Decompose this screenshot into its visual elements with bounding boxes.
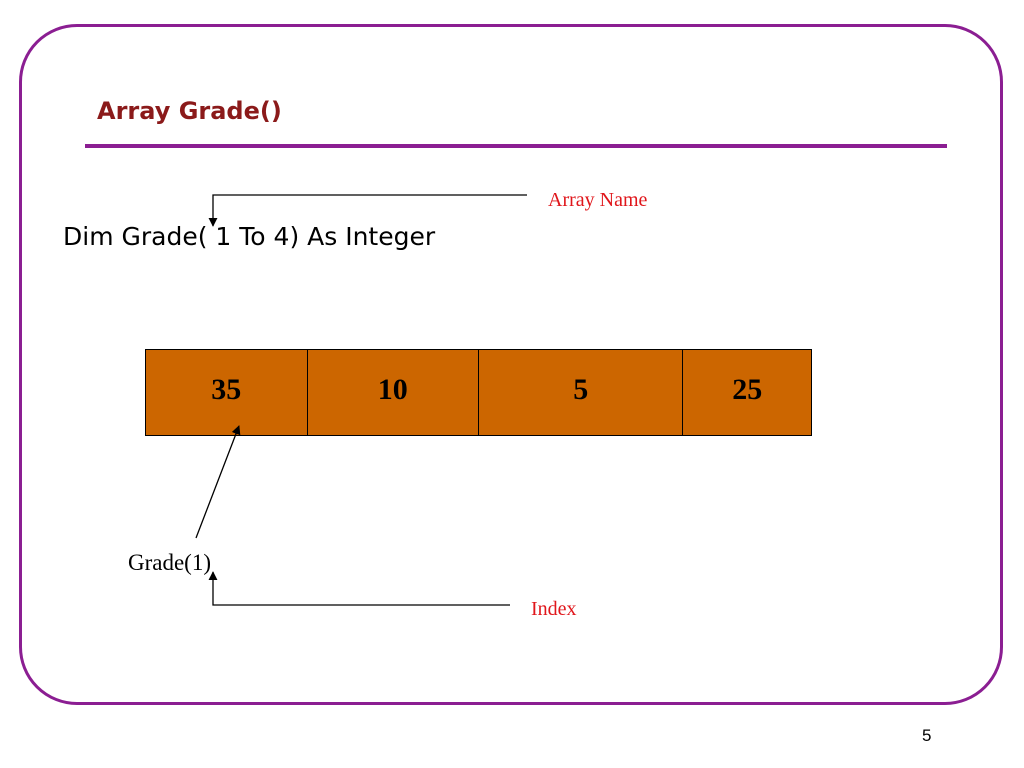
element-reference-label: Grade(1) [128, 550, 212, 575]
element-connector [195, 425, 241, 539]
array-cell-4: 25 [732, 372, 763, 406]
array-name-connector [208, 194, 527, 227]
index-label: Index [531, 598, 577, 620]
title-underline [85, 144, 947, 148]
array-boxes: 35 10 5 25 [145, 349, 812, 436]
code-declaration: Dim Grade( 1 To 4) As Integer [63, 222, 436, 251]
slide-frame [19, 24, 1003, 705]
index-connector [208, 571, 510, 606]
page-number: 5 [922, 726, 932, 745]
array-name-label: Array Name [548, 189, 648, 211]
array-cell-3: 5 [479, 350, 684, 435]
slide-title: Array Grade() [97, 97, 282, 125]
array-cell-2: 10 [308, 350, 479, 435]
array-cell-1: 35 [146, 350, 308, 435]
